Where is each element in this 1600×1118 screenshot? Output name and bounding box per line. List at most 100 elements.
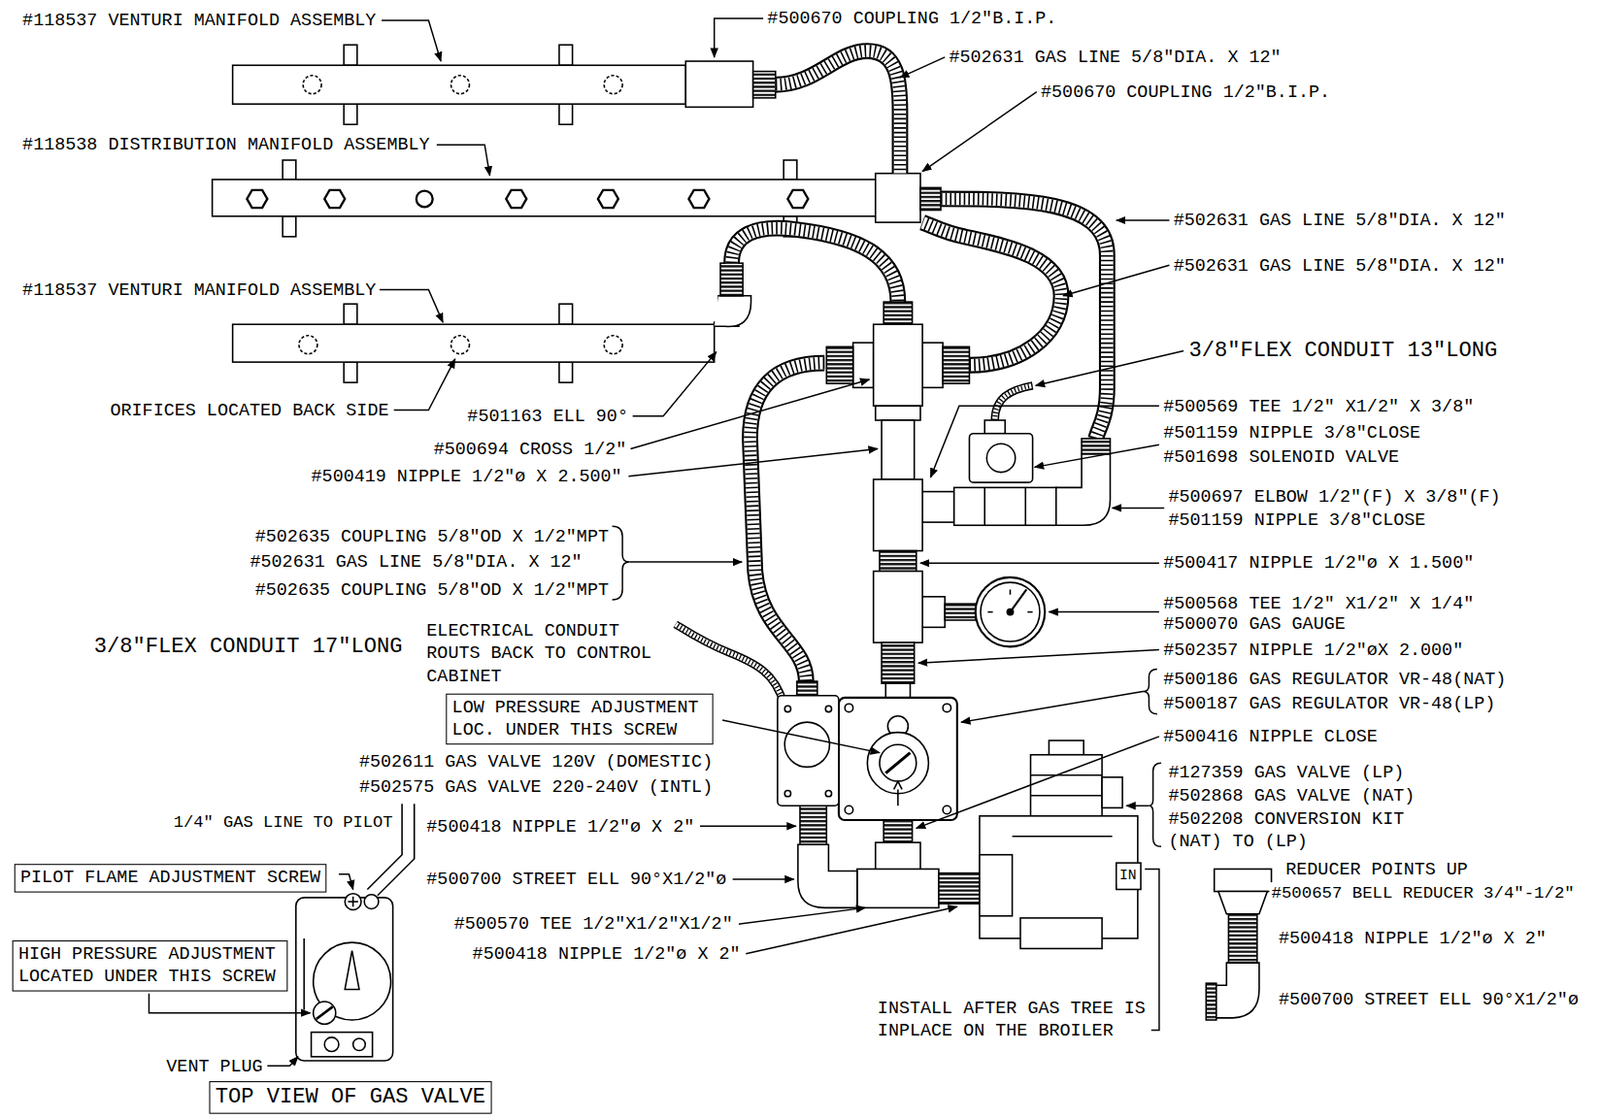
gas-gauge — [987, 611, 993, 614]
gas-tree-fittings — [922, 597, 945, 629]
leader-line — [629, 561, 742, 563]
venturi-manifold — [343, 44, 358, 66]
note-text: PILOT FLAME ADJUSTMENT SCREW — [20, 866, 321, 890]
note-text: LOW PRESSURE ADJUSTMENT LOC. UNDER THIS … — [452, 697, 708, 742]
gas-tree-fittings — [942, 346, 969, 384]
venturi-manifold — [451, 75, 470, 95]
distribution-manifold — [246, 190, 267, 208]
callout-label: #501159 NIPPLE 3/8"CLOSE — [1166, 508, 1428, 533]
gas-regulator — [885, 683, 910, 699]
venturi-manifold — [753, 71, 776, 99]
reducer-assembly — [1218, 892, 1267, 915]
venturi-manifold — [233, 44, 776, 125]
pilot-gas-valve — [825, 705, 832, 712]
pilot-gas-valve — [777, 696, 839, 807]
leader-line — [436, 144, 491, 176]
leader-line — [1112, 507, 1166, 509]
gas-valve-top-view — [324, 1037, 339, 1053]
gas-tree-fittings — [875, 405, 921, 421]
callout-label: #500697 ELBOW 1/2"(F) X 3/8"(F) — [1166, 485, 1502, 509]
flex-gas-line — [732, 228, 899, 302]
callout-label: #500418 NIPPLE 1/2"ø X 2" — [470, 942, 743, 967]
flex-conduit — [995, 385, 1034, 421]
reducer-assembly — [1205, 983, 1217, 1021]
gas-tree-fittings — [883, 301, 912, 325]
gas-tree-fittings — [922, 342, 943, 388]
gas-valve-top-view — [313, 1001, 336, 1025]
flex-gas-line — [775, 51, 900, 174]
flex-gas-line — [775, 51, 900, 174]
solenoid-valve — [1056, 454, 1111, 527]
pilot-gas-valve — [797, 681, 818, 697]
gas-tree-fittings — [881, 420, 915, 480]
venturi-manifold — [603, 335, 623, 355]
solenoid-valve — [968, 433, 1033, 483]
leader-line — [1126, 805, 1149, 807]
flex-conduit — [995, 385, 1034, 421]
callout-label: #118538 DISTRIBUTION MANIFOLD ASSEMBLY — [20, 133, 433, 157]
note-box: TOP VIEW OF GAS VALVE — [208, 1081, 492, 1115]
distribution-manifold — [282, 160, 297, 180]
callout-label: #502631 GAS LINE 5/8"DIA. X 12" — [247, 550, 584, 574]
note-text: HIGH PRESSURE ADJUSTMENT LOCATED UNDER T… — [18, 943, 282, 989]
gas-tree-fittings — [875, 842, 921, 871]
distribution-manifold — [787, 190, 808, 208]
note-box: HIGH PRESSURE ADJUSTMENT LOCATED UNDER T… — [12, 940, 289, 992]
leader-line — [922, 92, 1037, 172]
gas-tree-fittings — [944, 603, 976, 621]
flex-conduit — [675, 624, 784, 704]
leader-line — [394, 359, 456, 411]
leader-line — [700, 826, 797, 828]
gas-valve-top-view — [302, 938, 305, 1011]
main-gas-valve — [1116, 863, 1141, 890]
venturi-manifold — [233, 65, 687, 104]
callout-label: #502631 GAS LINE 5/8"DIA. X 12" — [1171, 208, 1508, 233]
leader-line — [631, 379, 870, 449]
note-box: LOW PRESSURE ADJUSTMENT LOC. UNDER THIS … — [445, 694, 713, 745]
callout-label: #502357 NIPPLE 1/2"øX 2.000" — [1161, 638, 1466, 663]
gas-tree-fittings — [873, 324, 923, 406]
reducer-assembly — [1205, 868, 1271, 1021]
callout-label: #500657 BELL REDUCER 3/4"-1/2" — [1268, 882, 1576, 905]
gas-gauge — [1009, 589, 1012, 595]
callout-label: 3/8"FLEX CONDUIT 13"LONG — [1186, 336, 1500, 366]
distribution-manifold — [212, 160, 941, 237]
gas-regulator — [879, 744, 917, 782]
callout-label: #127359 GAS VALVE (LP) — [1166, 761, 1406, 785]
leader-line — [745, 906, 958, 954]
callout-label: #500416 NIPPLE CLOSE — [1161, 725, 1380, 749]
callout-label: #500186 GAS REGULATOR VR-48(NAT) — [1161, 667, 1508, 692]
gas-gauge — [1027, 611, 1033, 614]
reducer-assembly — [1228, 914, 1257, 964]
leader-line — [722, 720, 880, 754]
solenoid-valve — [984, 420, 1005, 434]
venturi-manifold — [559, 103, 573, 125]
callout-label: #502208 CONVERSION KIT (NAT) TO (LP) — [1166, 807, 1415, 855]
leader-line — [931, 405, 1160, 478]
leader-line — [1034, 444, 1160, 467]
gas-regulator — [838, 698, 958, 821]
main-gas-valve — [1048, 740, 1084, 756]
callout-label: REDUCER POINTS UP — [1283, 857, 1470, 881]
gas-valve-top-view — [296, 803, 415, 1062]
leader-line — [148, 18, 1184, 1067]
distribution-manifold — [324, 190, 345, 208]
solenoid-valve — [1024, 487, 1027, 526]
venturi-manifold — [343, 103, 358, 125]
distribution-manifold — [416, 191, 434, 208]
flex-conduit — [675, 624, 784, 704]
solenoid-valve — [954, 487, 1057, 526]
flex-conduit — [675, 385, 1034, 704]
callout-label: INSTALL AFTER GAS TREE IS INPLACE ON THE… — [875, 996, 1152, 1043]
callout-label: #500670 COUPLING 1/2"B.I.P. — [1038, 80, 1333, 104]
pilot-gas-valve — [825, 791, 832, 798]
callout-label: #500694 CROSS 1/2" — [432, 436, 630, 461]
flex-gas-line — [732, 51, 1108, 683]
gas-gauge — [975, 577, 1045, 647]
gas-valve-top-view — [316, 1006, 334, 1020]
gas-regulator — [844, 703, 853, 712]
callout-label: ORIFICES LOCATED BACK SIDE — [107, 399, 391, 423]
gas-regulator — [838, 683, 958, 821]
venturi-manifold — [720, 263, 743, 297]
gas-tree-fittings — [881, 642, 915, 684]
